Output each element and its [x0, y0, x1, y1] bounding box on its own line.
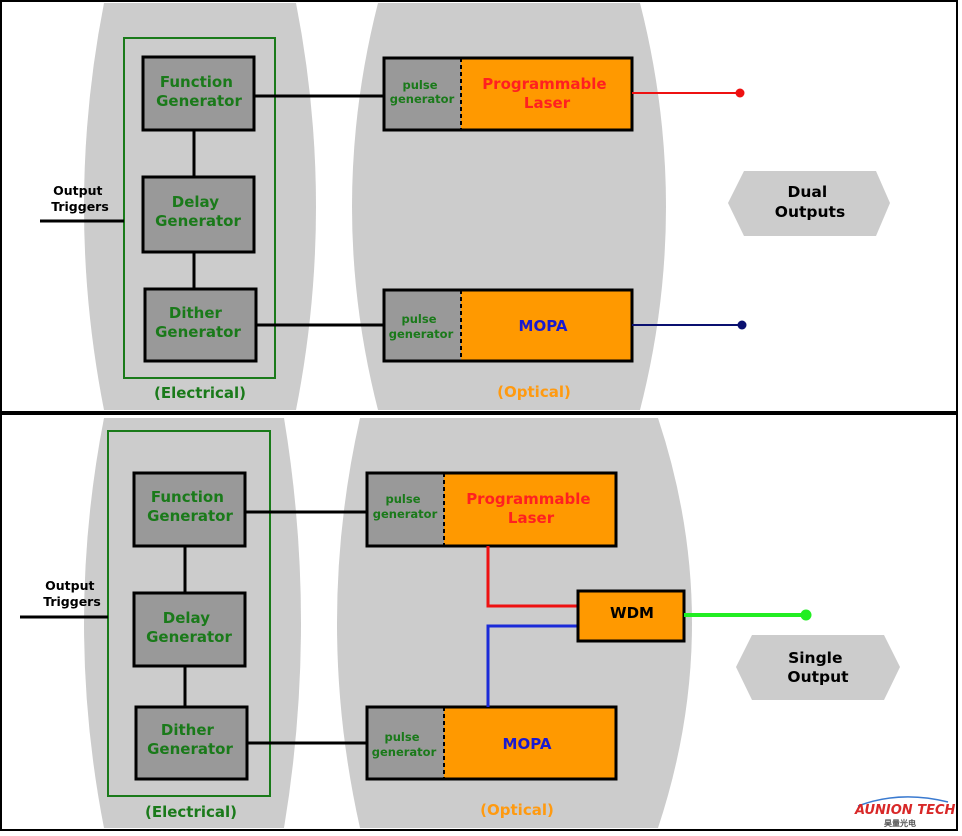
svg-text:WDM: WDM	[610, 604, 654, 622]
panel-single-output: Output Triggers Function Generator Delay…	[0, 413, 958, 831]
laser-pulse-generator-label: pulse generator	[373, 492, 438, 521]
svg-text:Function Generator: Function Generator	[147, 488, 233, 525]
wdm-output-dot	[800, 609, 812, 621]
mopa-to-wdm-line	[486, 624, 578, 707]
laser-to-wdm-line	[486, 546, 578, 608]
function-generator-block: Function Generator	[141, 55, 256, 132]
programmable-laser-block: pulse generator Programmable Laser	[365, 471, 618, 548]
wdm-block: WDM	[576, 589, 686, 643]
panel-dual-outputs: Output Triggers Function Generator Delay…	[0, 0, 958, 413]
output-triggers-label: Output Triggers	[43, 578, 101, 609]
svg-text:Dither Generator: Dither Generator	[155, 304, 241, 341]
laser-output-dot	[735, 88, 745, 98]
electrical-group-frame	[123, 37, 276, 379]
svg-text:Delay Generator: Delay Generator	[146, 609, 232, 646]
electrical-group-frame	[107, 430, 271, 797]
dual-outputs-badge: Dual Outputs	[728, 171, 890, 236]
mopa-pulse-generator-label: pulse generator	[372, 730, 437, 759]
function-generator-block: Function Generator	[132, 471, 247, 548]
svg-text:Dual Outputs: Dual Outputs	[775, 183, 845, 221]
svg-text:Dither Generator: Dither Generator	[147, 721, 233, 758]
optical-label: (Optical)	[480, 801, 554, 819]
svg-text:Single Output: Single Output	[787, 649, 849, 686]
programmable-laser-label: Programmable Laser	[482, 75, 612, 112]
electrical-label: (Electrical)	[154, 384, 246, 402]
mopa-pulse-generator-label: pulse generator	[389, 312, 454, 341]
delay-generator-block: Delay Generator	[132, 591, 247, 668]
delay-generator-block: Delay Generator	[141, 175, 256, 254]
svg-text:Function Generator: Function Generator	[156, 73, 242, 110]
output-triggers-label: Output Triggers	[51, 183, 109, 214]
optical-label: (Optical)	[497, 383, 571, 401]
programmable-laser-label: Programmable Laser	[466, 490, 596, 527]
logo-wordmark: AUNION TECH	[854, 803, 955, 818]
electrical-label: (Electrical)	[145, 803, 237, 821]
logo-subtitle: 昊量光电	[884, 818, 916, 828]
laser-pulse-generator-label: pulse generator	[390, 78, 455, 106]
mopa-label: MOPA	[519, 317, 568, 335]
aunion-tech-logo: AUNION TECH 昊量光电	[854, 796, 955, 828]
single-output-badge: Single Output	[736, 635, 900, 700]
mopa-output-dot	[737, 320, 747, 330]
svg-text:Delay Generator: Delay Generator	[155, 193, 241, 230]
dither-generator-block: Dither Generator	[143, 287, 258, 363]
mopa-block: pulse generator MOPA	[365, 705, 618, 781]
mopa-block: pulse generator MOPA	[382, 288, 634, 363]
programmable-laser-block: pulse generator Programmable Laser	[382, 56, 634, 132]
mopa-label: MOPA	[503, 735, 552, 753]
dither-generator-block: Dither Generator	[134, 705, 249, 781]
